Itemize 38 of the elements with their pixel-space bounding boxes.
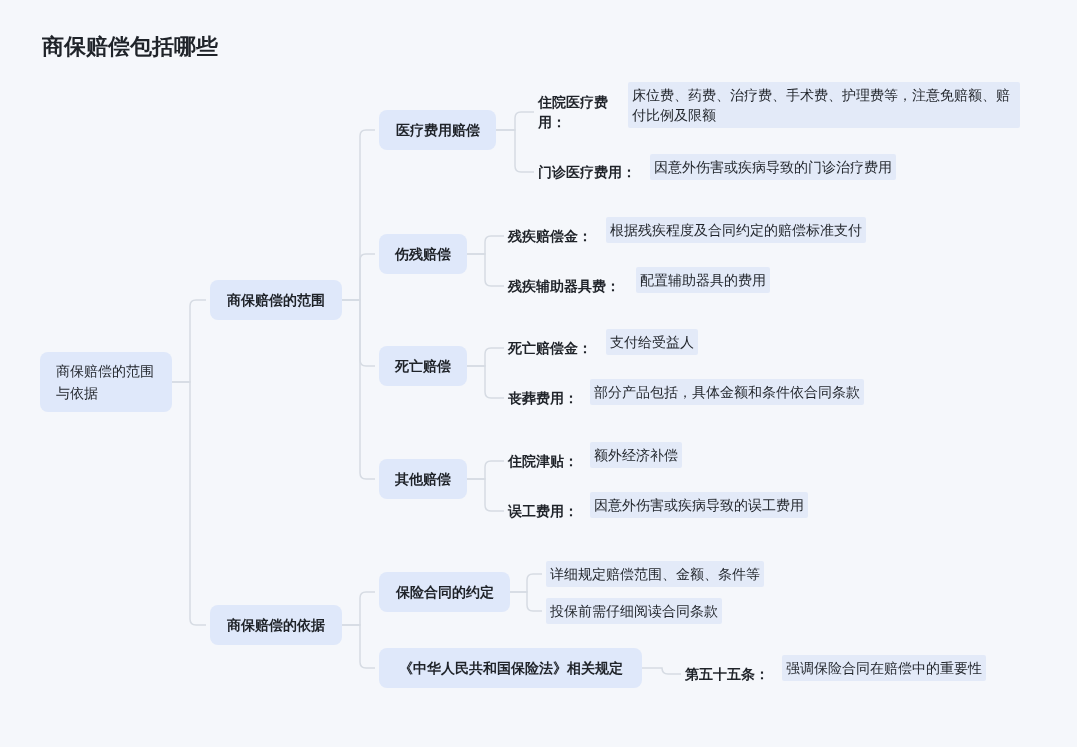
connector-line xyxy=(171,381,207,626)
topic-box: 《中华人民共和国保险法》相关规定 xyxy=(379,648,642,688)
item-label: 误工费用： xyxy=(508,501,578,521)
connector-line xyxy=(641,667,682,675)
connector-line xyxy=(509,591,543,612)
item-label: 住院医疗费用： xyxy=(538,92,624,132)
highlighted-text: 配置辅助器具的费用 xyxy=(636,267,770,293)
item-label: 第五十五条： xyxy=(685,664,769,684)
item-label: 死亡赔偿金： xyxy=(508,338,592,358)
item-label: 丧葬费用： xyxy=(508,388,578,408)
item-label: 残疾赔偿金： xyxy=(508,226,592,246)
item-label: 门诊医疗费用： xyxy=(538,162,636,182)
connector-line xyxy=(466,253,505,287)
topic-box: 保险合同的约定 xyxy=(379,572,510,612)
item-label: 残疾辅助器具费： xyxy=(508,276,620,296)
topic-box: 商保赔偿的范围 xyxy=(210,280,342,320)
title: 商保赔偿包括哪些 xyxy=(42,33,218,61)
connector-line xyxy=(466,478,505,512)
connector-line xyxy=(341,624,376,669)
highlighted-text: 部分产品包括，具体金额和条件依合同条款 xyxy=(590,379,864,405)
topic-box: 死亡赔偿 xyxy=(379,346,467,386)
topic-box: 伤残赔偿 xyxy=(379,234,467,274)
highlighted-text: 详细规定赔偿范围、金额、条件等 xyxy=(546,561,764,587)
highlighted-text: 根据残疾程度及合同约定的赔偿标准支付 xyxy=(606,217,866,243)
highlighted-text: 因意外伤害或疾病导致的误工费用 xyxy=(590,492,808,518)
topic-box: 其他赔偿 xyxy=(379,459,467,499)
topic-box: 商保赔偿的范围与依据 xyxy=(40,352,172,412)
connector-line xyxy=(466,365,505,399)
highlighted-text: 投保前需仔细阅读合同条款 xyxy=(546,598,722,624)
highlighted-text: 强调保险合同在赔偿中的重要性 xyxy=(782,655,986,681)
topic-box: 医疗费用赔偿 xyxy=(379,110,496,150)
highlighted-text: 因意外伤害或疾病导致的门诊治疗费用 xyxy=(650,154,896,180)
highlighted-text: 床位费、药费、治疗费、手术费、护理费等，注意免赔额、赔付比例及限额 xyxy=(628,82,1020,128)
highlighted-text: 额外经济补偿 xyxy=(590,442,682,468)
item-label: 住院津贴： xyxy=(508,451,578,471)
connector-line xyxy=(495,129,535,173)
topic-box: 商保赔偿的依据 xyxy=(210,605,342,645)
highlighted-text: 支付给受益人 xyxy=(606,329,698,355)
